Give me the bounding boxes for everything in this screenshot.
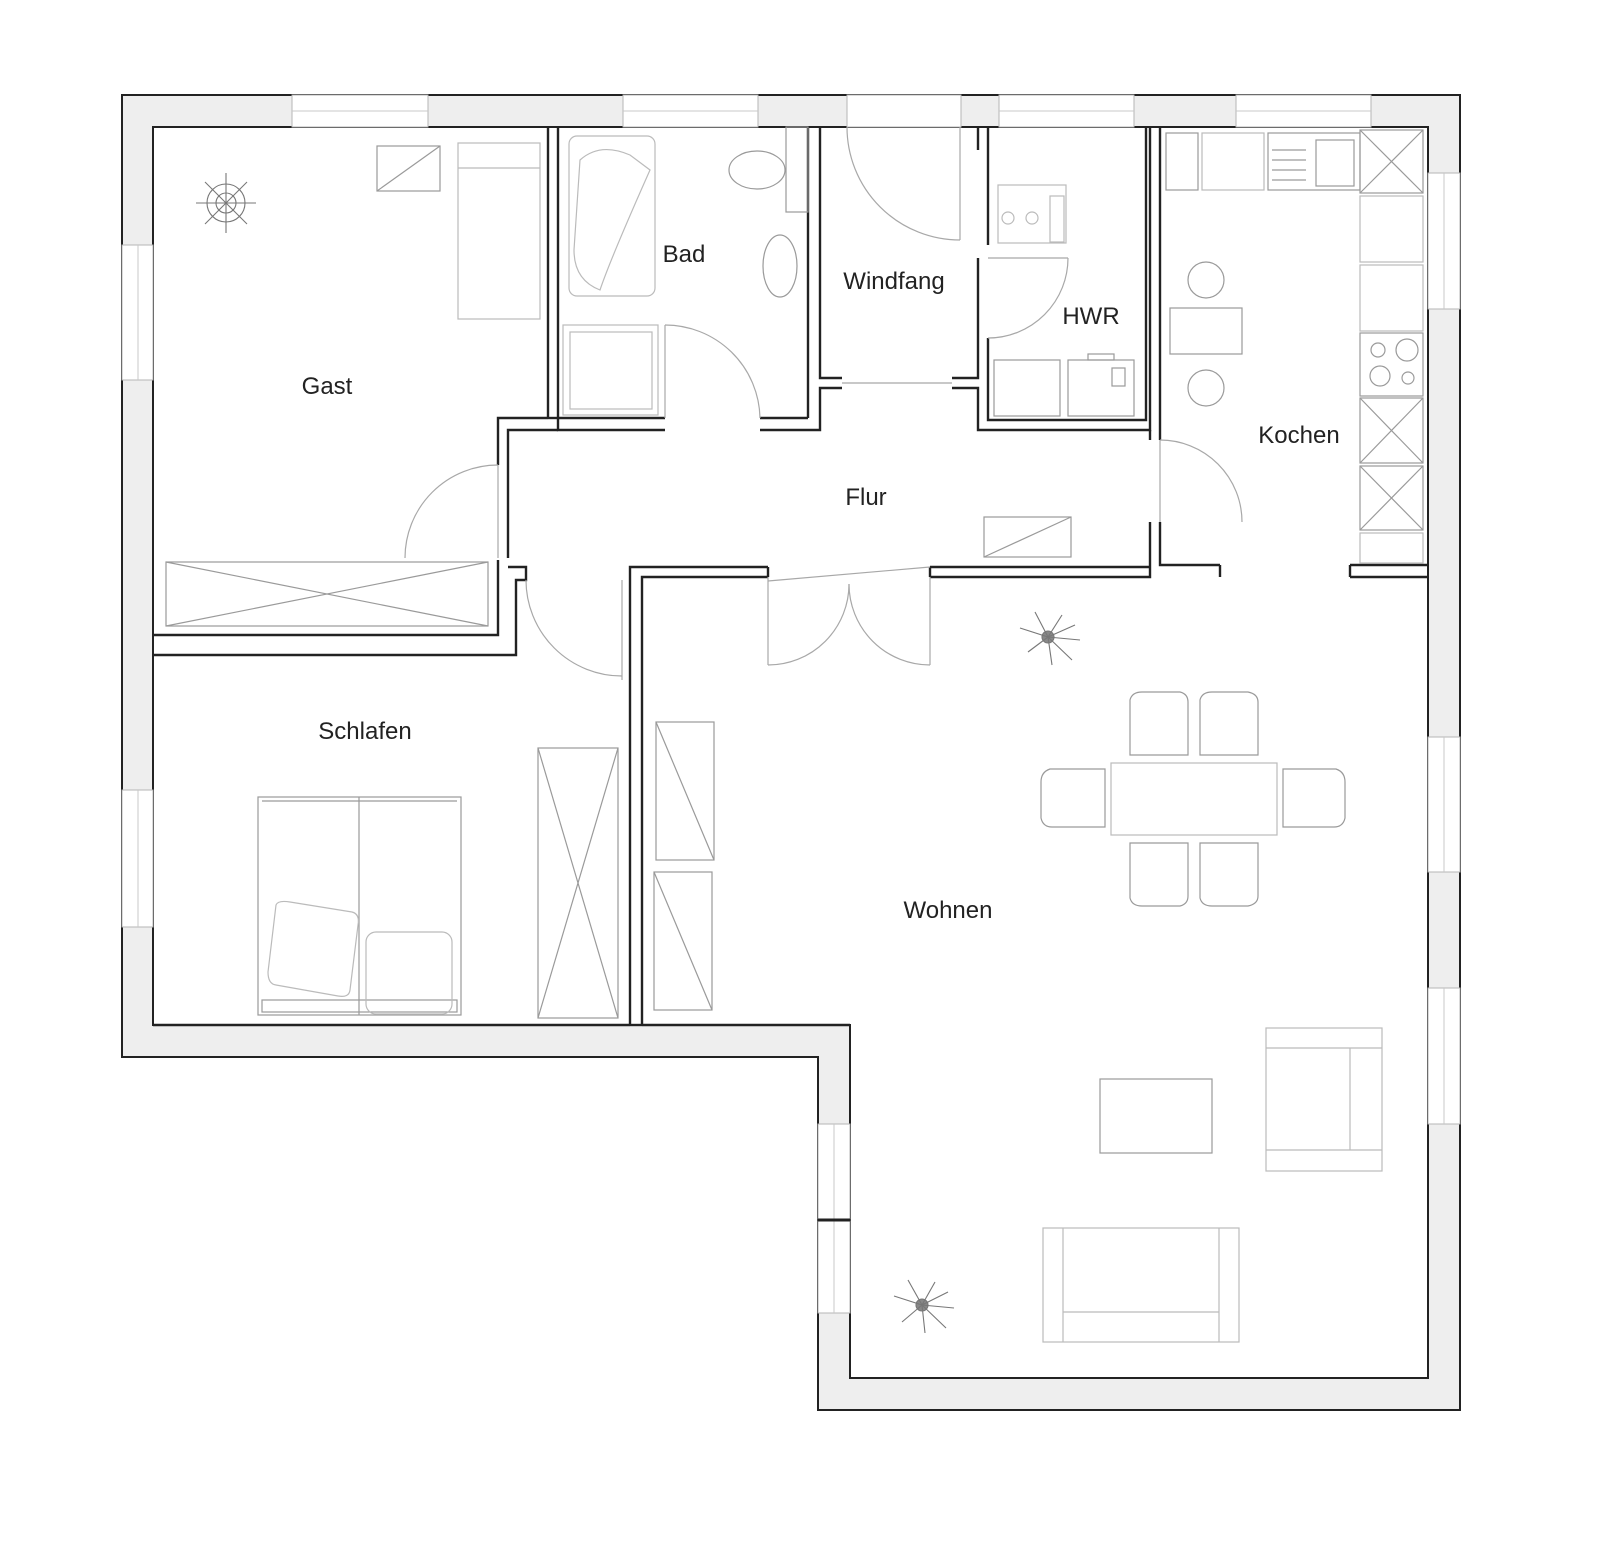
plant-icon — [196, 173, 256, 233]
plant-icon — [1019, 611, 1081, 666]
interior-walls — [153, 127, 1428, 1027]
windows — [121, 94, 1461, 1314]
bad-furniture — [562, 126, 809, 416]
room-label-kochen: Kochen — [1258, 422, 1339, 449]
room-label-windfang: Windfang — [843, 268, 944, 295]
schlafen-furniture — [257, 747, 619, 1019]
gast-furniture — [165, 142, 541, 627]
hwr-furniture — [993, 184, 1135, 417]
wohnen-furniture — [653, 611, 1383, 1343]
room-label-flur: Flur — [845, 484, 886, 511]
plant-icon — [893, 1279, 955, 1334]
room-label-gast: Gast — [302, 373, 353, 400]
room-label-schlafen: Schlafen — [318, 718, 411, 745]
doors — [404, 126, 1243, 680]
room-label-bad: Bad — [663, 241, 706, 268]
room-label-hwr: HWR — [1062, 303, 1119, 330]
room-label-wohnen: Wohnen — [904, 897, 993, 924]
flur-furniture — [983, 516, 1072, 558]
outer-wall — [121, 94, 1461, 1411]
kochen-furniture — [1165, 129, 1424, 564]
room-labels: Gast Bad Windfang HWR Kochen Flur Schlaf… — [302, 241, 1340, 924]
